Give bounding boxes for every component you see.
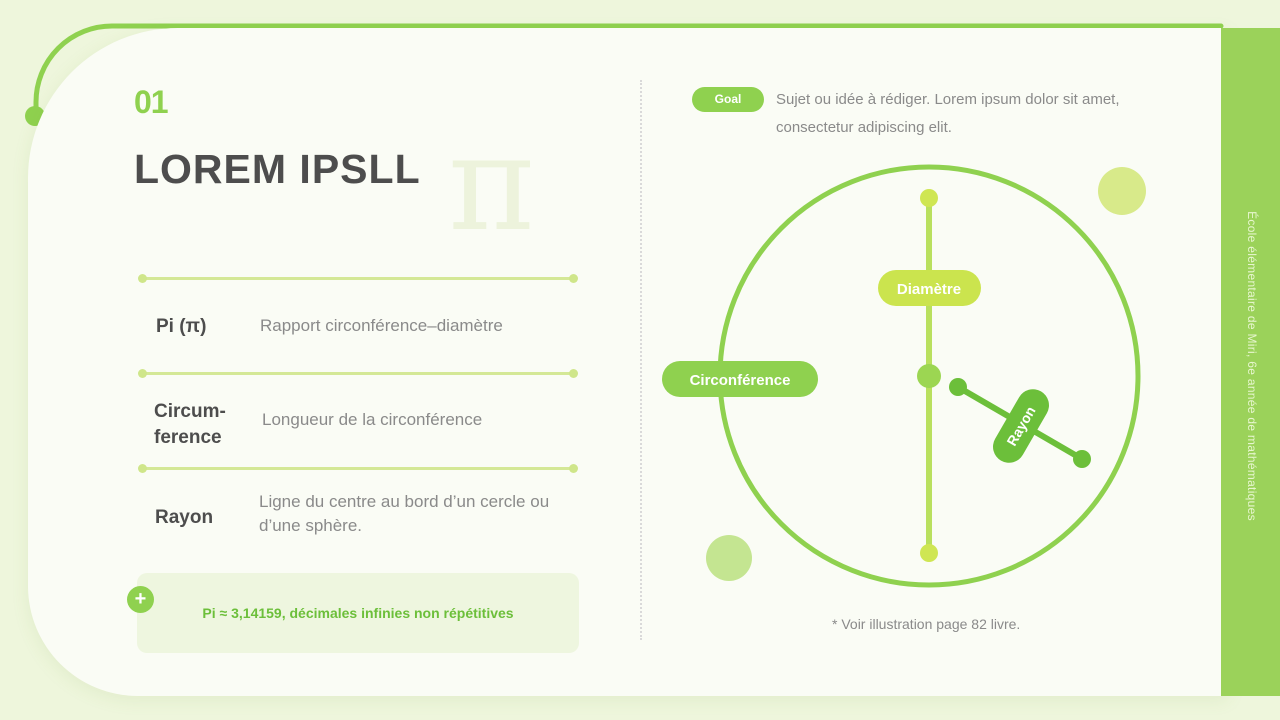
divider-rule: [138, 369, 578, 378]
divider-rule: [138, 464, 578, 473]
slide-number: 01: [134, 84, 169, 120]
pi-note-text: Pi ≈ 3,14159, décimales infinies non rép…: [202, 605, 514, 621]
definition-term: Pi (π): [156, 316, 207, 337]
pi-watermark-icon: π: [448, 107, 535, 261]
side-vertical-text: École élémentaire de Miri, 6e année de m…: [1245, 211, 1259, 521]
slide-title: LOREM IPSLL: [134, 146, 421, 192]
definition-text: Rapport circonférence–diamètre: [260, 316, 503, 335]
definition-term: Rayon: [155, 507, 214, 528]
side-band: [1221, 28, 1280, 696]
goal-text: Sujet ou idée à rédiger. Lorem ipsum dol…: [776, 91, 1120, 136]
pi-note-box: Pi ≈ 3,14159, décimales infinies non rép…: [137, 573, 579, 653]
definition-text: Ligne du centre au bord d’un cercle ou d…: [259, 492, 550, 535]
definition-text: Longueur de la circonférence: [262, 410, 483, 429]
illustration-caption: * Voir illustration page 82 livre.: [832, 616, 1021, 632]
divider-rule: [138, 274, 578, 283]
goal-badge: Goal: [692, 87, 764, 112]
plus-icon: +: [127, 586, 154, 613]
definition-term: Circum- ference: [154, 401, 226, 448]
vertical-divider: [640, 80, 642, 640]
